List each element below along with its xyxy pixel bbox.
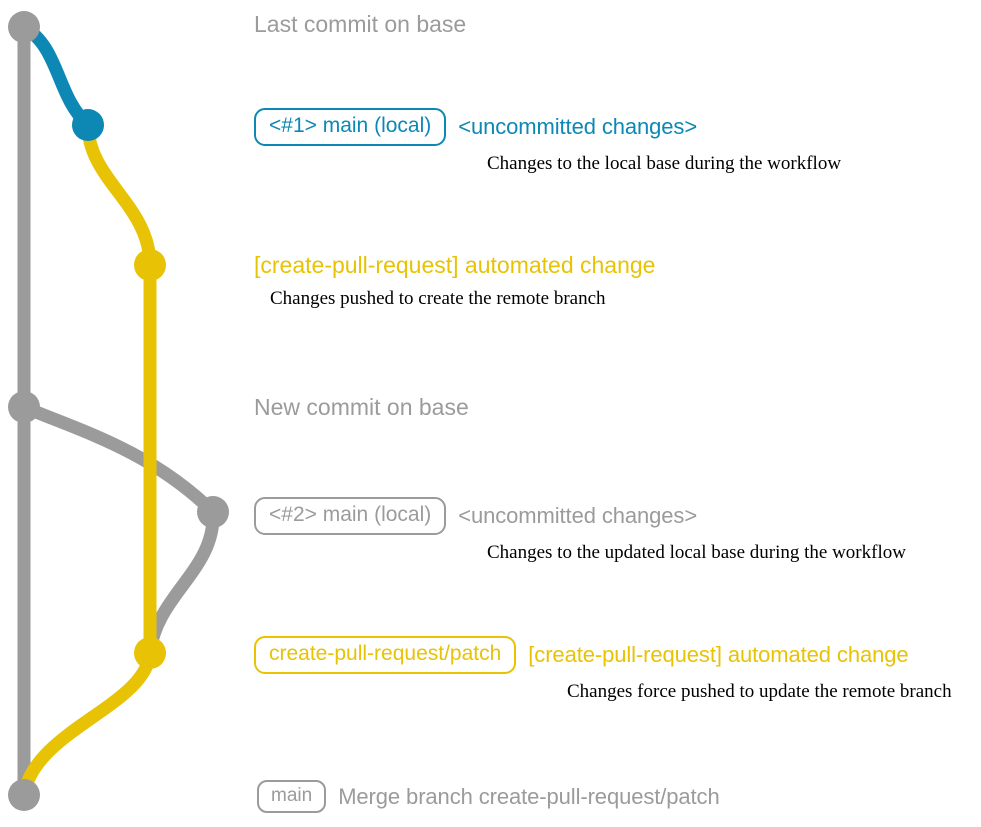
ref-badge-create-pull-request-patch[interactable]: create-pull-request/patch xyxy=(254,636,517,674)
annotation-automated-change-2: create-pull-request/patch [create-pull-r… xyxy=(254,636,952,703)
edge-local1-to-patch1 xyxy=(81,118,157,272)
commit-subject: [create-pull-request] automated change xyxy=(254,252,656,278)
annotation-local-commit-2: <#2> main (local) <uncommitted changes> … xyxy=(254,497,906,564)
commit-note: Changes to the updated local base during… xyxy=(487,541,906,563)
commit-subject: [create-pull-request] automated change xyxy=(528,641,909,667)
commit-note: Changes to the local base during the wor… xyxy=(487,152,842,174)
commit-note: Changes pushed to create the remote bran… xyxy=(270,288,606,309)
commit-node-merge xyxy=(8,779,40,811)
commit-node-base-2 xyxy=(8,391,40,423)
commit-node-local-1 xyxy=(72,109,104,141)
annotation-automated-change-1: [create-pull-request] automated change C… xyxy=(254,252,655,310)
commit-note: Changes force pushed to update the remot… xyxy=(567,680,952,702)
commit-subject: Merge branch create-pull-request/patch xyxy=(338,783,720,809)
annotation-row: <#2> main (local) <uncommitted changes> xyxy=(254,497,906,535)
annotation-row: [create-pull-request] automated change xyxy=(254,252,655,279)
annotation-row: New commit on base xyxy=(254,394,469,421)
commit-subject: <uncommitted changes> xyxy=(458,502,698,528)
commit-subject: <uncommitted changes> xyxy=(458,113,698,139)
annotation-row: main Merge branch create-pull-request/pa… xyxy=(257,780,720,814)
edge-base-to-local2 xyxy=(17,400,220,519)
annotation-last-commit-on-base: Last commit on base xyxy=(254,11,466,38)
annotation-row: <#1> main (local) <uncommitted changes> xyxy=(254,108,841,146)
ref-badge-main-local-1[interactable]: <#1> main (local) xyxy=(254,108,447,146)
edge-patch2-to-merge xyxy=(17,646,157,802)
annotation-row: Last commit on base xyxy=(254,11,466,38)
ref-badge-main[interactable]: main xyxy=(257,780,327,814)
commit-node-local-2 xyxy=(197,496,229,528)
commit-subject: Last commit on base xyxy=(254,11,467,37)
ref-badge-main-local-2[interactable]: <#2> main (local) xyxy=(254,497,447,535)
annotation-new-commit-on-base: New commit on base xyxy=(254,394,469,421)
annotation-merge-commit: main Merge branch create-pull-request/pa… xyxy=(257,780,720,814)
commit-node-patch-2 xyxy=(134,637,166,669)
annotation-local-commit-1: <#1> main (local) <uncommitted changes> … xyxy=(254,108,841,175)
commit-subject: New commit on base xyxy=(254,394,469,420)
commit-node-patch-1 xyxy=(134,249,166,281)
commit-nodes xyxy=(8,11,229,811)
annotation-row: create-pull-request/patch [create-pull-r… xyxy=(254,636,952,674)
commit-node-base-1 xyxy=(8,11,40,43)
